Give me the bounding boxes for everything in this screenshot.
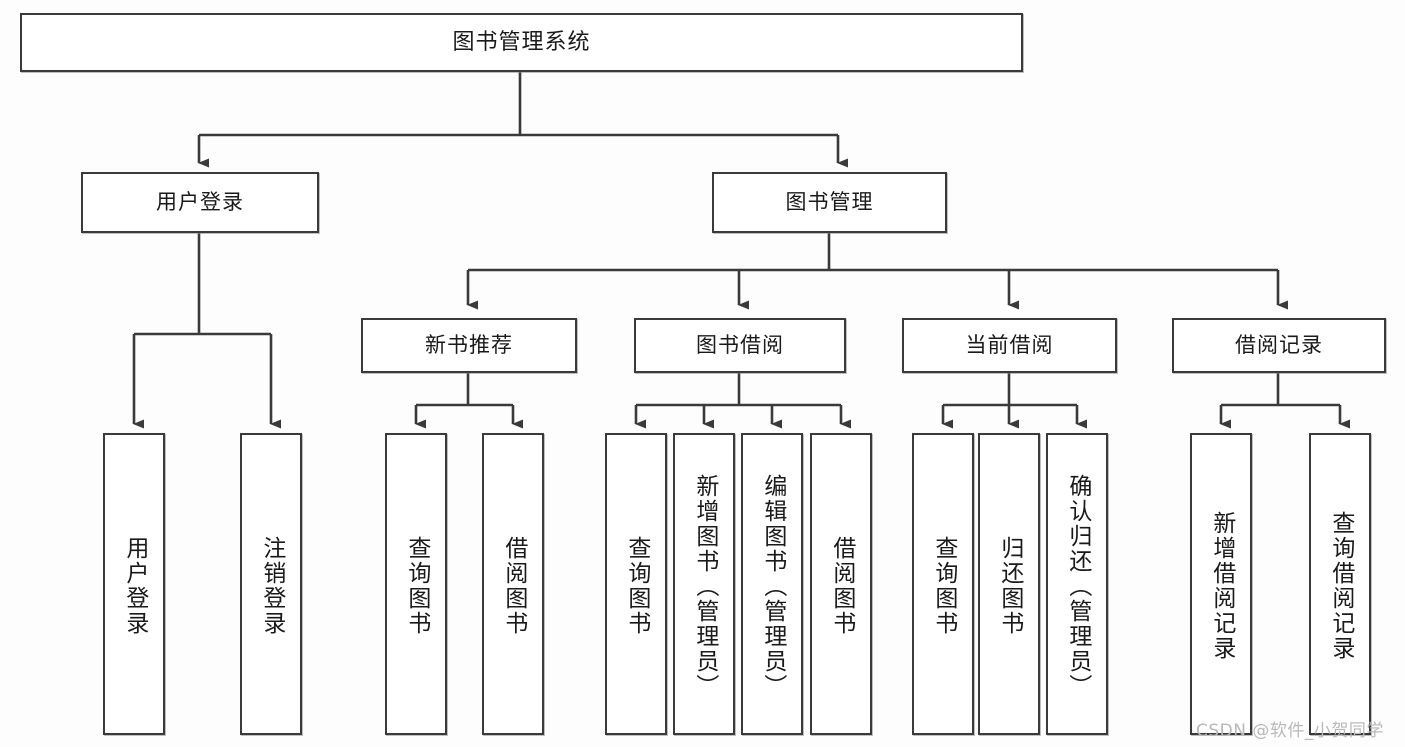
node-label: 图书借阅	[696, 333, 784, 357]
leaf-logout-login[interactable]: 注销登录	[240, 433, 302, 735]
node-new-book-recommend[interactable]: 新书推荐	[361, 318, 577, 373]
node-label: 注销登录	[258, 536, 285, 636]
leaf-add-book[interactable]: 新增图书（管理员）	[673, 433, 735, 735]
node-label: 查询图书	[403, 536, 430, 636]
leaf-return-book[interactable]: 归还图书	[978, 433, 1040, 735]
node-label: 编辑图书（管理员）	[759, 473, 786, 699]
node-current-borrow[interactable]: 当前借阅	[902, 318, 1117, 373]
node-label: 查询借阅记录	[1327, 511, 1354, 661]
node-label: 用户登录	[121, 536, 148, 636]
node-label: 借阅图书	[500, 536, 527, 636]
node-label: 当前借阅	[965, 333, 1054, 357]
leaf-edit-book[interactable]: 编辑图书（管理员）	[741, 433, 803, 735]
leaf-query-book-current[interactable]: 查询图书	[912, 433, 974, 735]
leaf-user-login[interactable]: 用户登录	[103, 433, 165, 735]
leaf-confirm-return[interactable]: 确认归还（管理员）	[1046, 433, 1108, 735]
node-label: 新增图书（管理员）	[691, 473, 718, 699]
node-label: 图书管理系统	[452, 29, 591, 55]
node-root-system[interactable]: 图书管理系统	[20, 13, 1023, 72]
leaf-query-book-borrow[interactable]: 查询图书	[605, 433, 667, 735]
csdn-watermark: CSDN @软件_小贺同学	[1196, 721, 1384, 741]
leaf-borrow-book[interactable]: 借阅图书	[810, 433, 872, 735]
node-user-login[interactable]: 用户登录	[81, 172, 319, 233]
leaf-query-borrow-record[interactable]: 查询借阅记录	[1309, 433, 1371, 735]
node-label: 新书推荐	[425, 333, 513, 357]
node-label: 查询图书	[930, 536, 957, 636]
node-label: 借阅图书	[828, 536, 855, 636]
node-borrow-record[interactable]: 借阅记录	[1172, 318, 1386, 373]
node-label: 新增借阅记录	[1208, 511, 1235, 661]
node-book-manage[interactable]: 图书管理	[712, 172, 947, 233]
node-label: 归还图书	[996, 536, 1023, 636]
node-label: 图书管理	[785, 190, 874, 214]
node-label: 用户登录	[156, 190, 244, 214]
node-label: 借阅记录	[1235, 333, 1323, 357]
leaf-query-book-recommend[interactable]: 查询图书	[385, 433, 447, 735]
node-book-borrow[interactable]: 图书借阅	[634, 318, 846, 373]
node-label: 确认归还（管理员）	[1064, 473, 1091, 699]
leaf-borrow-book-recommend[interactable]: 借阅图书	[482, 433, 544, 735]
leaf-add-borrow-record[interactable]: 新增借阅记录	[1190, 433, 1252, 735]
node-label: 查询图书	[623, 536, 650, 636]
